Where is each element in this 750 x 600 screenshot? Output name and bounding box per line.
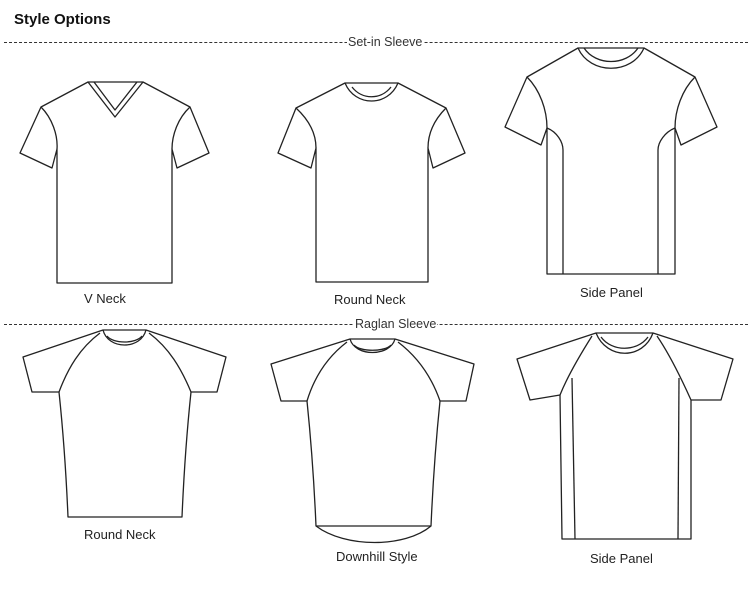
tshirt-set-in-v-neck-icon [0, 0, 250, 300]
section-label: Set-in Sleeve [347, 35, 424, 49]
caption-raglan-side-panel: Side Panel [590, 551, 653, 566]
caption-downhill-style: Downhill Style [336, 549, 418, 564]
section-label: Raglan Sleeve [354, 317, 438, 331]
caption-v-neck: V Neck [84, 291, 126, 306]
section-divider-set-in-sleeve: Set-in Sleeve [4, 35, 748, 49]
caption-raglan-round-neck: Round Neck [84, 527, 156, 542]
tshirt-raglan-downhill-icon [270, 338, 475, 544]
tshirt-raglan-round-neck-icon [0, 0, 250, 600]
tshirt-set-in-side-panel-icon [504, 47, 718, 275]
caption-side-panel: Side Panel [580, 285, 643, 300]
section-divider-raglan-sleeve: Raglan Sleeve [4, 317, 748, 331]
tshirt-set-in-round-neck-icon [0, 0, 500, 300]
caption-round-neck: Round Neck [334, 292, 406, 307]
page-title: Style Options [14, 11, 111, 28]
